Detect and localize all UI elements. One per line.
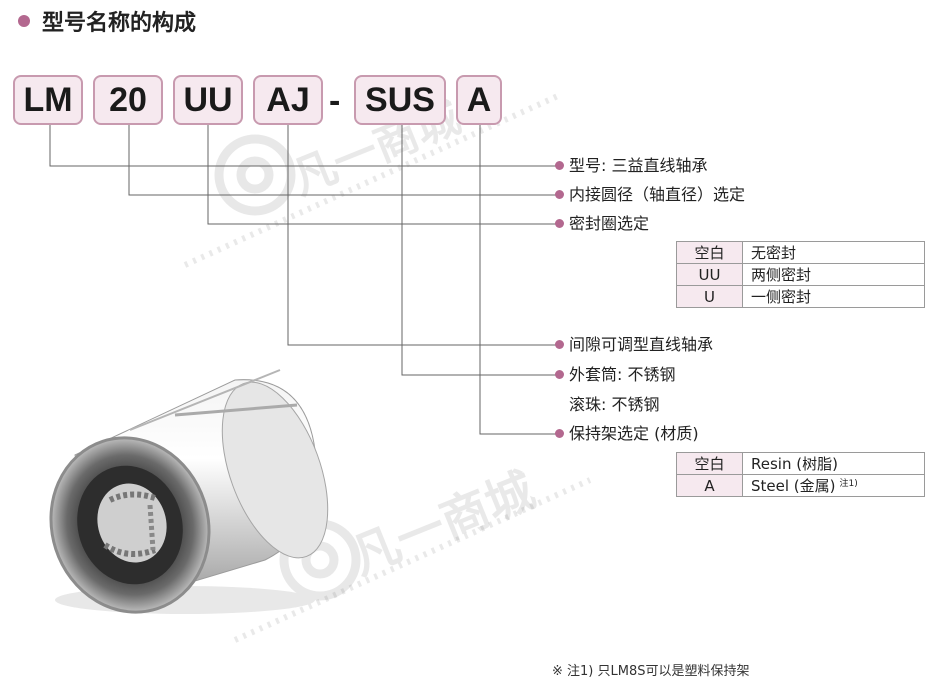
table-cell-desc: Steel (金属)注1) — [742, 474, 925, 497]
desc-clearance: 间隙可调型直线轴承 — [569, 335, 714, 354]
bullet-icon — [555, 340, 564, 349]
code-separator: - — [329, 82, 341, 120]
table-cell-code: A — [676, 474, 743, 497]
table-cell-desc: 两侧密封 — [742, 263, 925, 286]
bullet-icon — [555, 370, 564, 379]
linear-bearing-image — [49, 369, 329, 614]
table-cell-desc: 一侧密封 — [742, 285, 925, 308]
code-segment-diameter: 20 — [93, 75, 163, 125]
desc-model: 型号: 三益直线轴承 — [569, 156, 708, 175]
table-row: UU 两侧密封 — [676, 263, 925, 286]
title-bullet-icon — [18, 15, 30, 27]
retainer-options-table: 空白 Resin (树脂) A Steel (金属)注1) — [676, 452, 925, 497]
code-segment-retainer: A — [456, 75, 502, 125]
table-cell-code: U — [676, 285, 743, 308]
bullet-icon — [555, 190, 564, 199]
table-cell-desc: Resin (树脂) — [742, 452, 925, 475]
code-segment-clearance: AJ — [253, 75, 323, 125]
bullet-icon — [555, 161, 564, 170]
table-row: 空白 Resin (树脂) — [676, 452, 925, 475]
code-segment-seal: UU — [173, 75, 243, 125]
footnote-marker: 注1) — [839, 478, 858, 489]
desc-retainer: 保持架选定 (材质) — [569, 424, 699, 443]
table-row: 空白 无密封 — [676, 241, 925, 264]
code-segment-material: SUS — [354, 75, 446, 125]
seal-options-table: 空白 无密封 UU 两侧密封 U 一侧密封 — [676, 241, 925, 308]
table-cell-code: 空白 — [676, 452, 743, 475]
table-cell-code: 空白 — [676, 241, 743, 264]
desc-balls: 滚珠: 不锈钢 — [569, 395, 660, 414]
table-row: U 一侧密封 — [676, 285, 925, 308]
page-title: 型号名称的构成 — [42, 11, 197, 36]
desc-outer-cylinder: 外套筒: 不锈钢 — [569, 365, 676, 384]
bullet-icon — [555, 429, 564, 438]
section-header: 型号名称的构成 — [18, 6, 196, 36]
table-cell-desc: 无密封 — [742, 241, 925, 264]
code-segment-model: LM — [13, 75, 83, 125]
desc-seal: 密封圈选定 — [569, 214, 650, 233]
footnote: ※ 注1) 只LM8S可以是塑料保持架 — [552, 664, 750, 679]
desc-inner-diameter: 内接圆径（轴直径）选定 — [569, 185, 746, 204]
table-cell-desc-text: Steel (金属) — [751, 476, 836, 495]
table-row: A Steel (金属)注1) — [676, 474, 925, 497]
table-cell-code: UU — [676, 263, 743, 286]
bullet-icon — [555, 219, 564, 228]
